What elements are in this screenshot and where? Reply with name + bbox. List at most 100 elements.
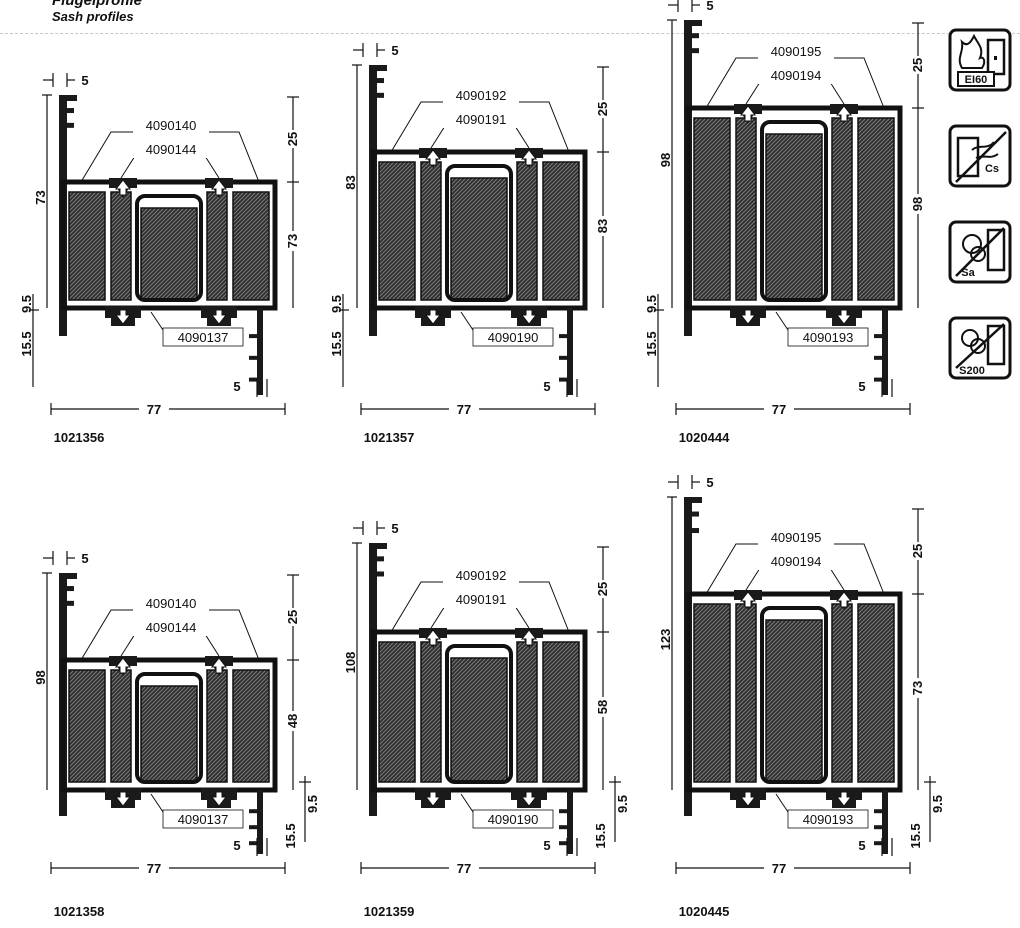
dim-label-width: 77 (147, 402, 161, 417)
clip-arrow (520, 629, 538, 646)
dim-gap (139, 401, 169, 417)
center-insulation (140, 685, 198, 783)
dim-label-right: 73 (285, 234, 300, 248)
clip-arrow (424, 149, 442, 166)
page-title: Flügelprofile (52, 0, 142, 9)
clip-arrow (835, 591, 853, 608)
flange-tab (67, 108, 74, 114)
label-bg (133, 620, 209, 636)
flange-tab (67, 600, 74, 606)
leader-inner (745, 81, 845, 105)
leg-tab (874, 825, 882, 830)
dim-label-offset-bottom: 5 (233, 379, 240, 394)
no-smoke-200-icon: S200 (948, 316, 1012, 380)
dim-label-width: 77 (457, 861, 471, 876)
dim-label-width: 77 (457, 402, 471, 417)
leg-tab (249, 334, 257, 339)
leg-tab (559, 355, 567, 360)
dim-label-9-5: 9.5 (19, 295, 34, 313)
side-insulation (831, 117, 853, 301)
label-bg (443, 112, 519, 128)
side-insulation (693, 603, 731, 783)
clip-arrow (739, 309, 757, 325)
dim-label-right: 48 (285, 714, 300, 728)
dim-label-right: 83 (595, 219, 610, 233)
label-bg (443, 592, 519, 608)
profile-drawing: 5839.515.5258357740901924090191409019010… (329, 43, 611, 445)
clip-arrow (210, 179, 228, 196)
flange-tab (692, 511, 699, 517)
side-insulation (378, 161, 416, 301)
clip-arrow (520, 309, 538, 325)
side-insulation (542, 641, 580, 783)
clip-arrow (114, 657, 132, 674)
label-bg (443, 88, 519, 104)
flange-lip (684, 497, 702, 503)
ei60-label: EI60 (965, 74, 988, 86)
flange-lip (369, 65, 387, 71)
dim-label-left-height: 83 (343, 175, 358, 189)
dim-label-offset-bottom: 5 (233, 838, 240, 853)
dim-label-offset-top: 5 (706, 475, 713, 490)
flange-lip (59, 95, 77, 101)
dim-label-9-5: 9.5 (615, 795, 630, 813)
dim-label-top: 25 (595, 582, 610, 596)
center-chamber (135, 672, 203, 784)
part-number-bottom: 4090137 (178, 812, 229, 827)
label-bg (758, 554, 834, 570)
sash-frame (685, 105, 903, 311)
dim-label-9-5: 9.5 (329, 295, 344, 313)
fire-door-icon: EI60 (948, 28, 1012, 92)
dim-gap (595, 697, 611, 717)
part-number-outer: 4090140 (146, 118, 197, 133)
flange-lip (59, 573, 77, 579)
page-header: Flügelprofile Sash profiles (52, 0, 142, 23)
center-insulation (765, 619, 823, 783)
dim-label-offset-bottom: 5 (858, 379, 865, 394)
dim-gap (910, 542, 926, 560)
leader-inner (745, 567, 845, 591)
sash-frame (370, 629, 588, 793)
flange-tab (377, 92, 384, 98)
side-insulation (206, 669, 228, 783)
profile-code: 1021356 (54, 430, 105, 445)
side-insulation (110, 191, 132, 301)
no-smoke-icon: Sa (948, 220, 1012, 284)
side-insulation (68, 669, 106, 783)
side-insulation (857, 117, 895, 301)
profile-code: 1020444 (679, 430, 730, 445)
clip-arrow (835, 791, 853, 807)
side-insulation (693, 117, 731, 301)
dim-label-top: 25 (910, 58, 925, 72)
dim-label-offset-bottom: 5 (858, 838, 865, 853)
clip-arrow (114, 309, 132, 325)
dim-label-9-5: 9.5 (305, 795, 320, 813)
dim-gap (139, 860, 169, 876)
dim-gap (285, 231, 301, 251)
profile-drawing: 51239.515.525735774090195409019440901931… (658, 475, 945, 919)
part-number-bottom: 4090137 (178, 330, 229, 345)
cs-label: Cs (985, 163, 999, 175)
dim-label-offset-bottom: 5 (543, 838, 550, 853)
clip-arrow (210, 657, 228, 674)
label-bg (758, 44, 834, 60)
center-chamber (760, 606, 828, 784)
dim-label-15-5: 15.5 (329, 331, 344, 356)
dim-label-top: 25 (910, 544, 925, 558)
leg-tab (874, 809, 882, 814)
part-number-bottom: 4090193 (803, 330, 854, 345)
part-number-outer: 4090192 (456, 568, 507, 583)
profile-drawing: 51089.515.525585774090192409019140901901… (343, 521, 630, 919)
label-box (787, 327, 869, 347)
side-insulation (68, 191, 106, 301)
dim-gap (449, 860, 479, 876)
center-chamber (135, 194, 203, 302)
side-insulation (857, 603, 895, 783)
profile-code: 1021357 (364, 430, 415, 445)
dim-label-right: 58 (595, 700, 610, 714)
profile-code: 1021359 (364, 904, 415, 919)
sa-label: Sa (961, 267, 975, 279)
center-chamber (445, 644, 513, 784)
part-number-outer: 4090195 (771, 44, 822, 59)
